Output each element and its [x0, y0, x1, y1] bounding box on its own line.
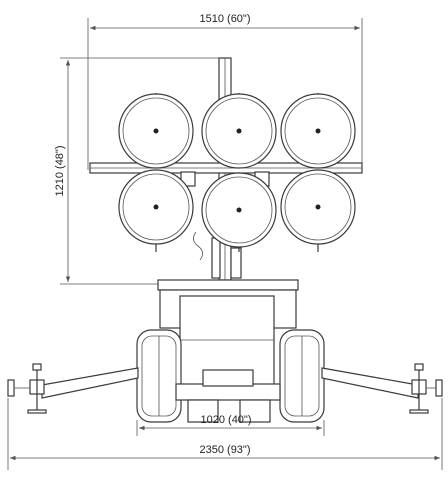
axle-width-label: 1020 (40"): [201, 414, 252, 426]
top-width-label: 1510 (60"): [200, 13, 251, 25]
generator-housing: [157, 279, 299, 387]
mast-height-label: 1210 (48"): [54, 146, 66, 197]
mast-height-dimension: 1210 (48"): [54, 57, 225, 285]
top-width-dimension: 1510 (60"): [87, 13, 363, 170]
floodlight-lamp-bottom-center: [201, 172, 277, 248]
floodlight-lamp-top-right: [280, 93, 356, 169]
chassis-axle: [175, 369, 281, 423]
wheel-right: [279, 329, 325, 423]
outrigger-right: [321, 363, 443, 414]
floodlight-lamp-top-left: [118, 93, 194, 169]
outrigger-left: [7, 363, 139, 414]
floodlight-lamp-top-center: [201, 93, 277, 169]
wheel-left: [136, 329, 182, 423]
floodlight-lamp-bottom-left: [118, 169, 194, 245]
axle-width-dimension: 1020 (40"): [136, 414, 325, 436]
overall-width-label: 2350 (93"): [200, 444, 251, 456]
overall-width-dimension: 2350 (93"): [7, 398, 443, 470]
floodlight-lamp-bottom-right: [280, 169, 356, 245]
